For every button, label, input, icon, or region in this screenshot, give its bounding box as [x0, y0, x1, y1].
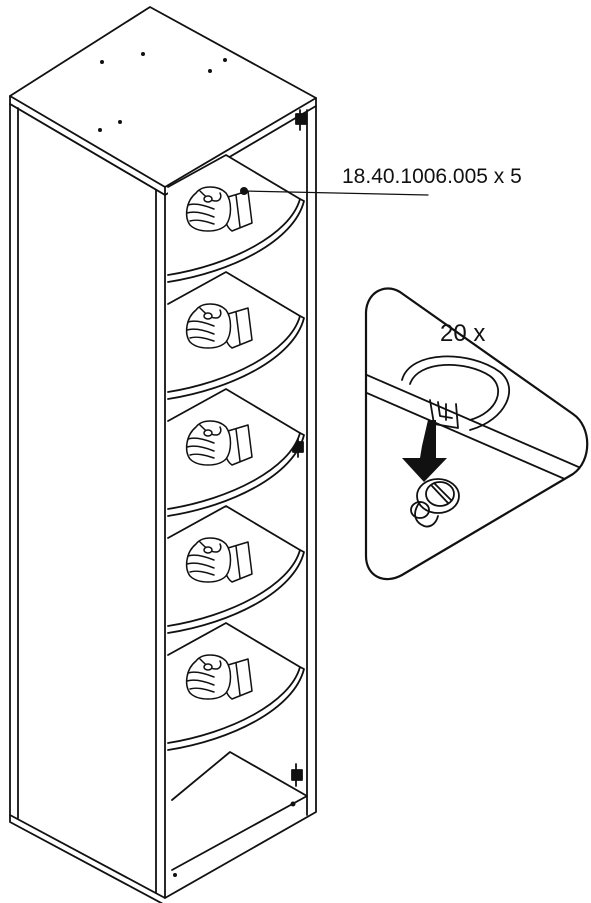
cam-lock-fitting-detail	[366, 355, 588, 528]
shelf-front-edge	[167, 198, 305, 283]
shelf	[167, 388, 305, 517]
insert-down-arrow-icon	[402, 420, 447, 482]
hand-tighten-icon	[185, 186, 253, 232]
hand-tighten-icon	[185, 537, 253, 583]
quantity-label: 20 x	[440, 320, 485, 347]
fitting-hole	[173, 873, 177, 877]
cam-lock-part	[410, 478, 460, 528]
cabinet	[9, 6, 317, 903]
shelf-front-edge	[167, 432, 305, 517]
hand-tighten-icon	[185, 303, 253, 349]
cabinet-bottom-panel	[171, 751, 308, 871]
shelves	[167, 154, 305, 751]
shelf	[167, 271, 305, 400]
part-code-label: 18.40.1006.005 x 5	[342, 165, 522, 188]
hand-tighten-icon	[185, 654, 253, 700]
shelf-front-edge	[167, 666, 305, 751]
shelf-front-edge	[167, 549, 305, 634]
shelf	[167, 505, 305, 634]
callout-leader-line	[243, 190, 429, 196]
shelf	[167, 154, 305, 283]
detail-callout: 20 x	[364, 287, 589, 581]
shelf	[167, 622, 305, 751]
cabinet-bottom-edge	[9, 814, 164, 903]
hand-tighten-icon	[185, 420, 253, 466]
cabinet-left-side	[9, 103, 166, 899]
part-callout: 18.40.1006.005 x 5	[240, 165, 522, 196]
top-panel-holes	[98, 52, 227, 132]
cabinet-right-side	[164, 105, 317, 899]
fitting-mark-bottom	[291, 763, 303, 787]
shelf-front-edge	[167, 315, 305, 400]
fitting-hole	[290, 801, 296, 807]
fitting-mark-top	[295, 109, 307, 131]
